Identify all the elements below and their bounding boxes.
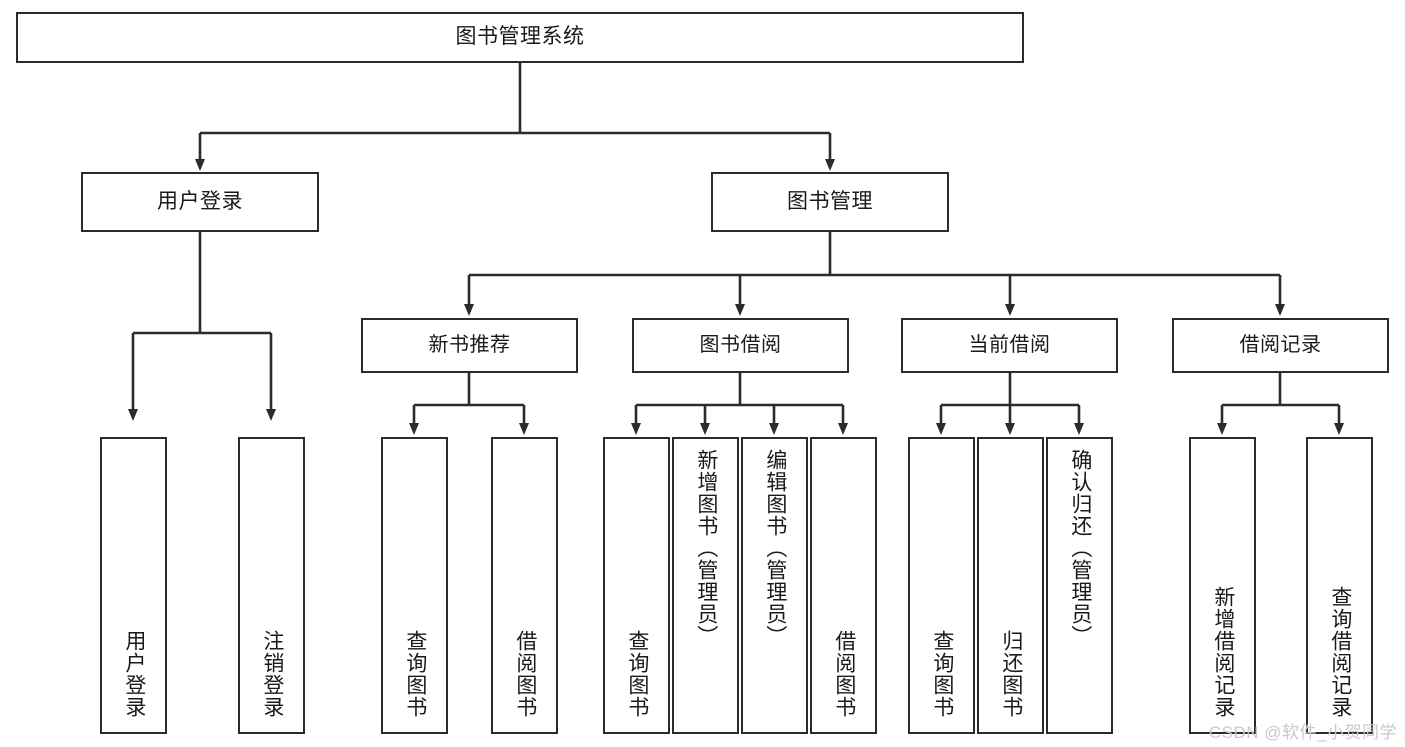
node-label: 新书推荐	[428, 334, 511, 356]
node-label: 当前借阅	[968, 334, 1051, 356]
leaf-confirm-return-admin[interactable]: 确认归还（管理员）	[1046, 437, 1113, 734]
node-label: 编辑图书（管理员）	[763, 449, 787, 647]
csdn-watermark: CSDN @软件_小贺同学	[1208, 723, 1397, 742]
node-label: 用户登录	[122, 630, 146, 718]
node-label: 用户登录	[157, 189, 243, 213]
node-label: 图书管理	[787, 189, 873, 213]
leaf-logout[interactable]: 注销登录	[238, 437, 305, 734]
node-new-book-recommend[interactable]: 新书推荐	[361, 318, 578, 373]
leaf-query-book-borrow[interactable]: 查询图书	[603, 437, 670, 734]
node-label: 借阅记录	[1239, 334, 1322, 356]
leaf-return-book[interactable]: 归还图书	[977, 437, 1044, 734]
node-label: 图书管理系统	[455, 25, 585, 49]
node-label: 新增借阅记录	[1211, 586, 1235, 718]
node-book-borrow[interactable]: 图书借阅	[632, 318, 849, 373]
node-borrow-record[interactable]: 借阅记录	[1172, 318, 1389, 373]
leaf-query-book-current[interactable]: 查询图书	[908, 437, 975, 734]
node-root[interactable]: 图书管理系统	[16, 12, 1024, 63]
node-label: 查询借阅记录	[1328, 586, 1352, 718]
node-label: 借阅图书	[832, 630, 856, 718]
leaf-add-borrow-record[interactable]: 新增借阅记录	[1189, 437, 1256, 734]
node-label: 图书借阅	[699, 334, 782, 356]
leaf-add-book-admin[interactable]: 新增图书（管理员）	[672, 437, 739, 734]
node-current-borrow[interactable]: 当前借阅	[901, 318, 1118, 373]
leaf-borrow-book-recommend[interactable]: 借阅图书	[491, 437, 558, 734]
leaf-query-borrow-record[interactable]: 查询借阅记录	[1306, 437, 1373, 734]
node-label: 确认归还（管理员）	[1068, 449, 1092, 647]
node-label: 注销登录	[260, 630, 284, 718]
node-label: 归还图书	[999, 630, 1023, 718]
node-label: 查询图书	[625, 630, 649, 718]
leaf-edit-book-admin[interactable]: 编辑图书（管理员）	[741, 437, 808, 734]
leaf-query-book-recommend[interactable]: 查询图书	[381, 437, 448, 734]
leaf-user-login[interactable]: 用户登录	[100, 437, 167, 734]
leaf-borrow-book[interactable]: 借阅图书	[810, 437, 877, 734]
node-book-management[interactable]: 图书管理	[711, 172, 949, 232]
node-user-login[interactable]: 用户登录	[81, 172, 319, 232]
node-label: 新增图书（管理员）	[694, 449, 718, 647]
node-label: 查询图书	[930, 630, 954, 718]
node-label: 借阅图书	[513, 630, 537, 718]
node-label: 查询图书	[403, 630, 427, 718]
